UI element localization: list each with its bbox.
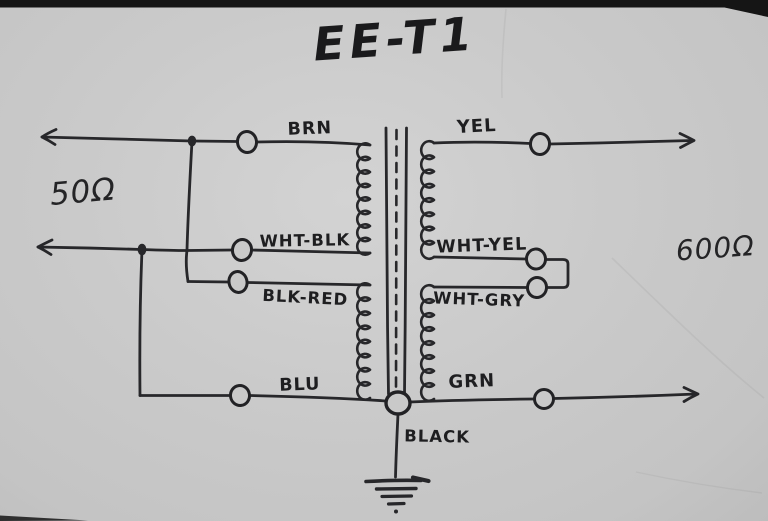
wire-wht-blk: [250, 248, 372, 255]
coil-primary-lower: [355, 281, 372, 402]
arrow-right-secondary-bottom-icon: [682, 386, 700, 403]
terminal-wht-gry: [525, 276, 549, 299]
wire-jumper-wht-yel-to-wht-gry: [544, 258, 570, 289]
wire-wht-yel: [432, 255, 528, 261]
wire-branch-vertical: [184, 249, 190, 283]
core-line-left: [384, 126, 390, 396]
ground-icon: [374, 486, 418, 491]
lead-label-wht-yel: WHT-YEL: [436, 234, 527, 257]
terminal-black-ground: [384, 390, 412, 416]
ground-icon: [364, 478, 423, 484]
terminal-blu: [228, 384, 252, 407]
lead-label-black: BLACK: [404, 426, 470, 446]
lead-label-yel: YEL: [455, 115, 497, 138]
lead-label-brn: BRN: [287, 118, 332, 140]
photo-edge-top: [0, 0, 768, 8]
lead-label-blk-red: BLK-RED: [262, 286, 349, 309]
arrow-right-secondary-top-icon: [678, 132, 696, 149]
core-shield-dashed-line: [394, 128, 398, 395]
junction-dot: [137, 243, 147, 256]
wire-brn: [254, 140, 372, 147]
terminal-blk-red: [227, 270, 249, 294]
wire-blu: [248, 394, 389, 403]
wire-wht-blk: [36, 245, 144, 251]
ground-icon: [386, 501, 406, 506]
arrow-left-primary-top-icon: [40, 128, 58, 146]
wire-grn: [408, 397, 536, 404]
terminal-yel: [528, 132, 552, 156]
coil-primary-upper: [355, 142, 372, 256]
photo-edge-top-right: [690, 0, 768, 17]
wire-blk-red: [186, 280, 230, 284]
paper-crease: [500, 8, 507, 99]
secondary-impedance-label: 600Ω: [675, 229, 756, 267]
wire-junction-vertical: [185, 139, 194, 252]
lead-label-blu: BLU: [279, 374, 321, 395]
wire-brn: [190, 139, 239, 143]
lead-label-wht-blk: WHT-BLK: [259, 230, 350, 251]
lead-label-wht-gry: WHT-GRY: [433, 288, 526, 310]
primary-impedance-label: 50Ω: [48, 171, 117, 213]
junction-dot: [187, 135, 197, 147]
schematic-title: EE-T1: [311, 6, 478, 71]
terminal-wht-blk: [230, 238, 254, 262]
lead-label-grn: GRN: [448, 370, 495, 393]
ground-icon: [394, 509, 398, 514]
wire-junction-vertical-2: [138, 248, 144, 397]
wire-black: [394, 412, 400, 479]
wire-yel: [432, 140, 532, 145]
wire-wht-gry: [432, 285, 529, 289]
ground-icon: [380, 494, 414, 499]
terminal-wht-yel: [524, 247, 548, 271]
wire-yel: [548, 139, 694, 146]
photo-edge-bottom-left: [0, 515, 88, 521]
terminal-brn: [235, 130, 259, 154]
core-line-right: [403, 126, 408, 396]
paper-crease: [635, 471, 763, 494]
coil-secondary-lower: [419, 283, 436, 403]
wire-blk-red: [246, 281, 372, 287]
ground-icon: [410, 475, 431, 484]
coil-secondary-upper: [419, 139, 436, 261]
wire-grn: [552, 392, 698, 400]
paper-crease: [611, 257, 765, 399]
arrow-left-primary-tap-icon: [36, 238, 54, 256]
wire-brn: [40, 135, 194, 143]
terminal-grn: [533, 388, 555, 410]
